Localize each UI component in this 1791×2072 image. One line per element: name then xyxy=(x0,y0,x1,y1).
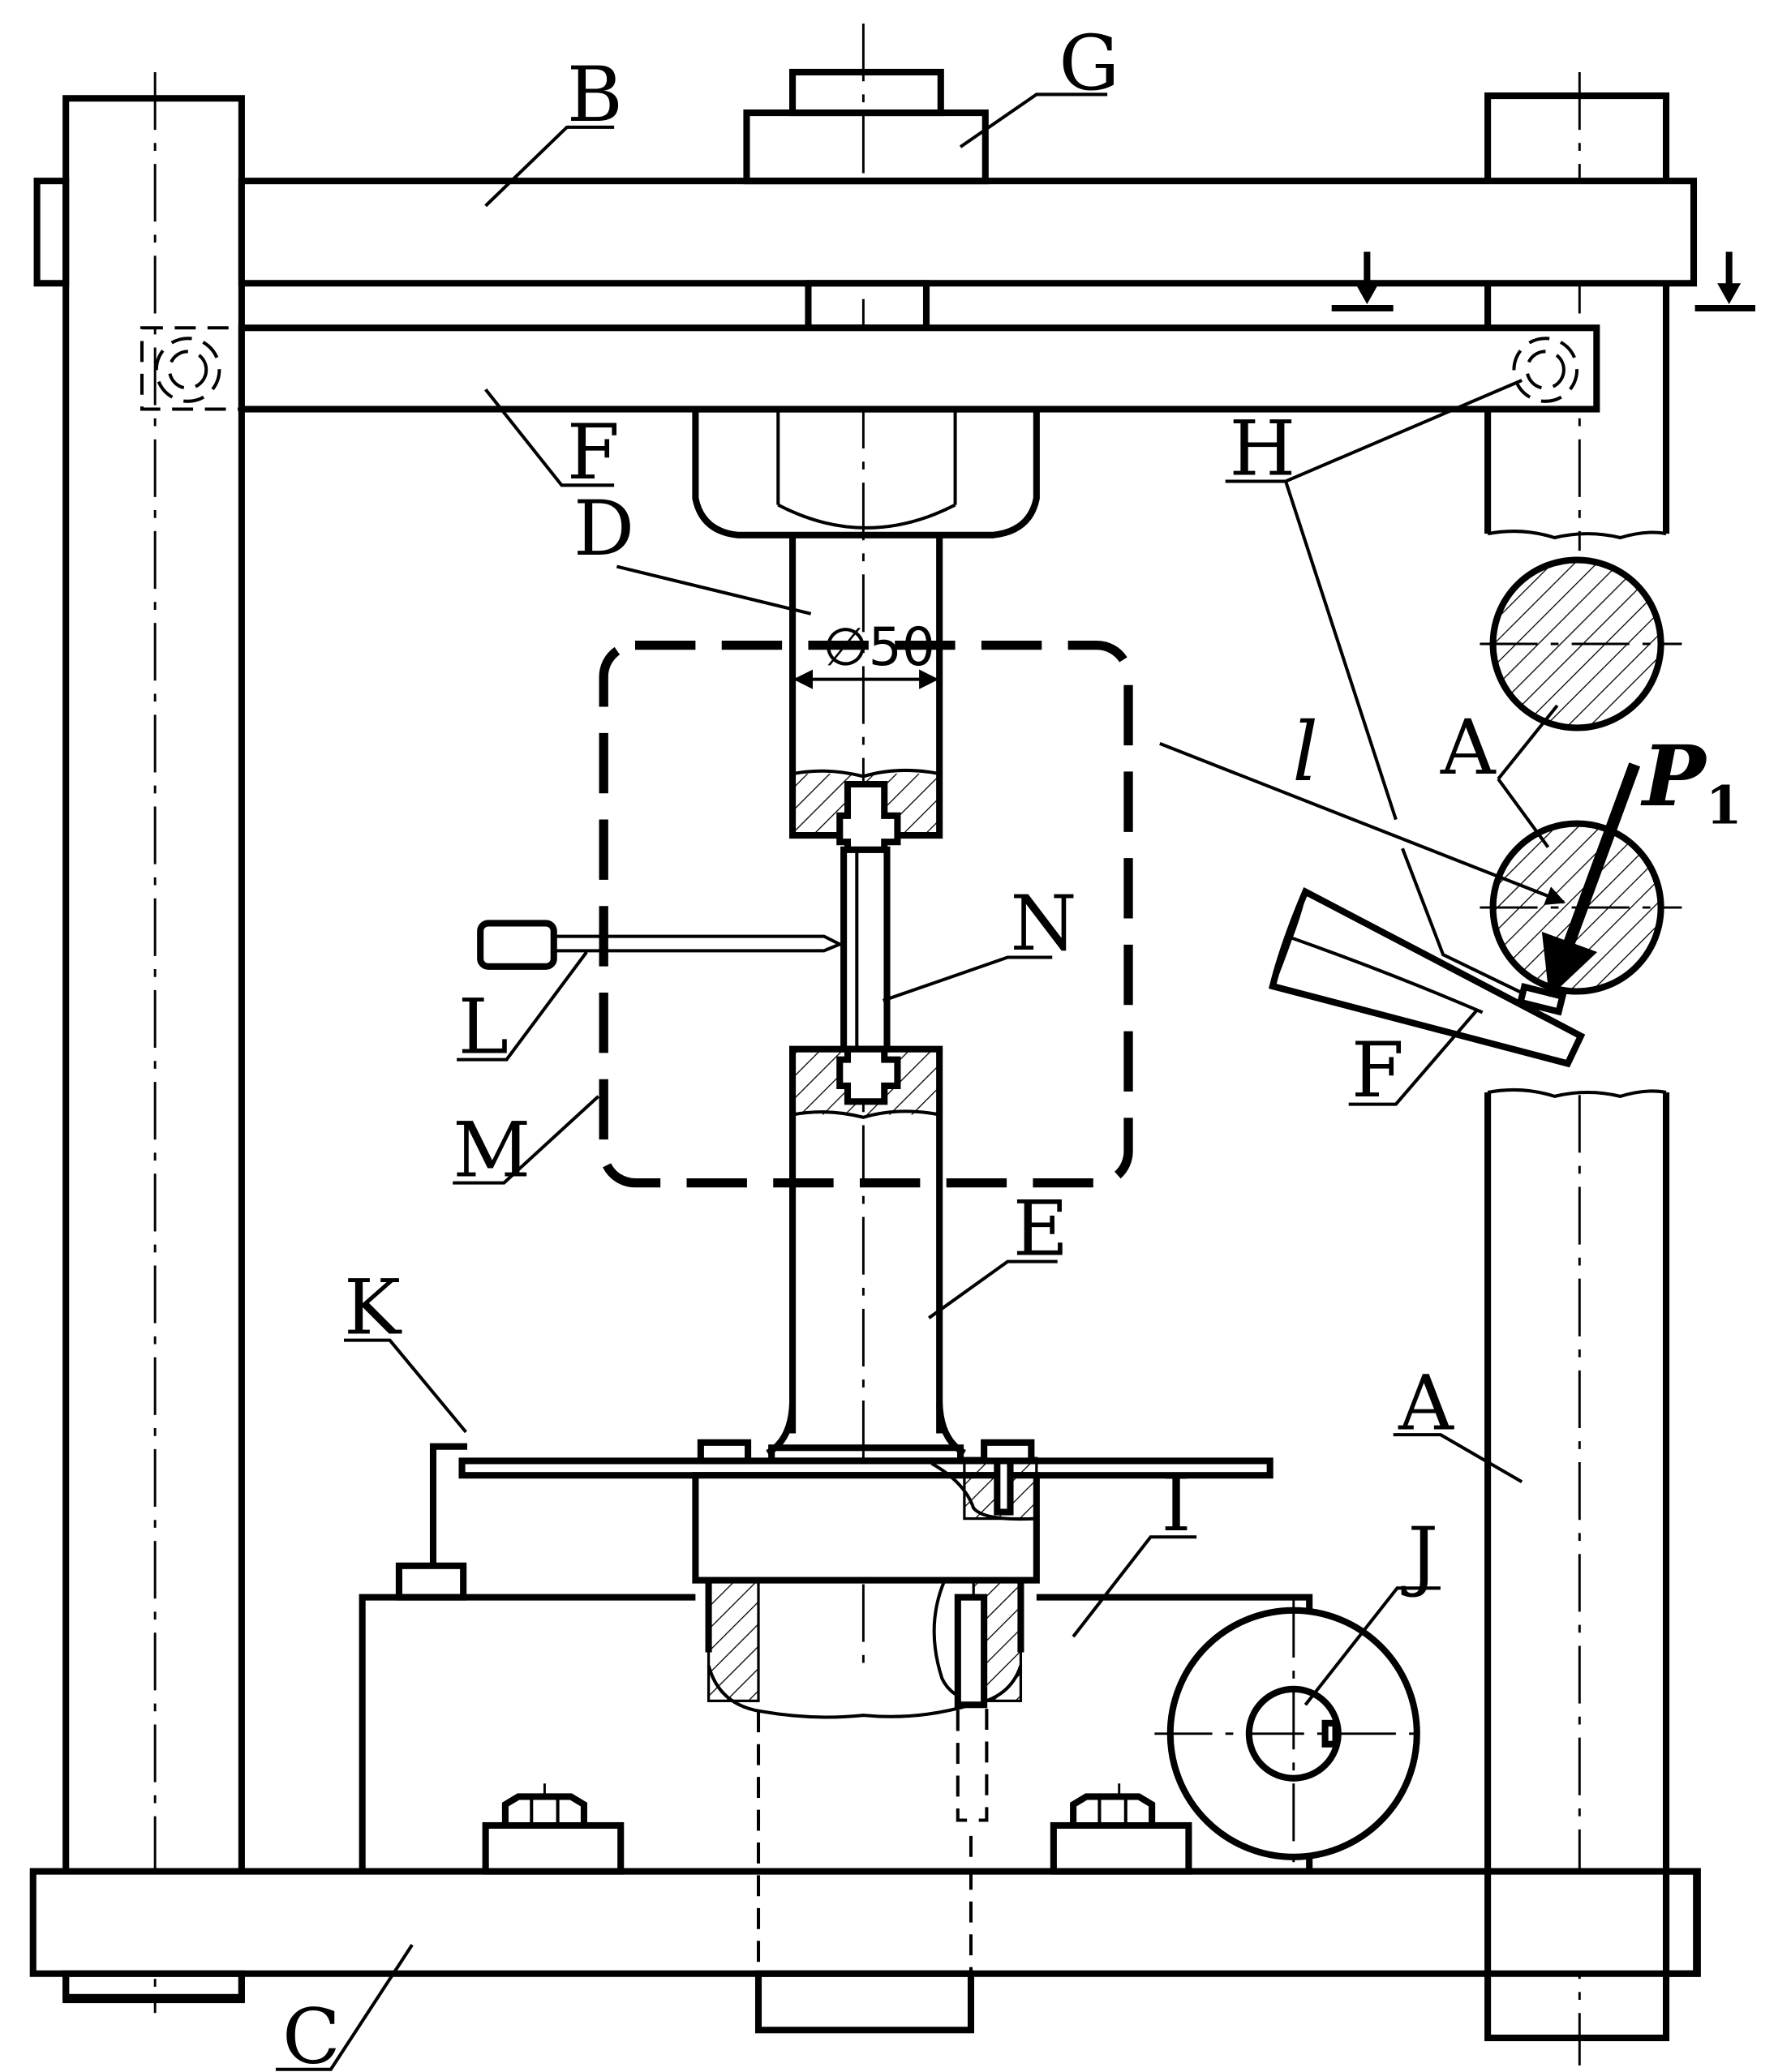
top-nut-G xyxy=(743,68,989,185)
section-arrows xyxy=(1331,251,1756,312)
label-F-crossbar: F xyxy=(567,409,620,497)
lower-grip-E xyxy=(766,1045,967,1465)
section-A-upper xyxy=(1480,556,1682,731)
label-D: D xyxy=(573,485,634,573)
label-G: G xyxy=(1059,19,1119,108)
label-E: E xyxy=(1013,1186,1068,1274)
label-I: I xyxy=(1161,1461,1191,1549)
lever-section-F xyxy=(1269,887,1586,1068)
length-l-leader xyxy=(1159,742,1566,905)
flange xyxy=(692,1456,1040,1584)
length-symbol: l xyxy=(1292,705,1318,800)
bearing-sleeve xyxy=(705,1578,1024,1974)
hex-nut xyxy=(692,405,1040,538)
crossbar-F xyxy=(238,324,1600,413)
label-B: B xyxy=(567,51,623,139)
base-bolts xyxy=(482,1793,1192,1875)
force-P1 xyxy=(1541,762,1641,997)
label-C: C xyxy=(282,1993,341,2072)
specimen-N xyxy=(840,846,891,1053)
force-label: P1 xyxy=(1640,727,1742,837)
leader-lines xyxy=(275,92,1559,2071)
left-post xyxy=(33,95,245,2004)
label-H: H xyxy=(1230,405,1296,493)
probe-L xyxy=(477,920,844,970)
label-L: L xyxy=(458,984,509,1072)
label-N: N xyxy=(1010,880,1076,968)
spacer xyxy=(805,280,930,332)
label-A-post: A xyxy=(1398,1360,1454,1448)
part-labels: B G F H D A N L F M E K A I J C l P1 xyxy=(282,19,1742,2072)
wheel-J xyxy=(1154,1599,1430,1869)
upper-grip-D xyxy=(789,534,943,853)
label-K: K xyxy=(344,1264,402,1353)
flange-bolts xyxy=(697,1439,1035,1465)
chamber-M xyxy=(599,640,1133,1188)
top-beam-B xyxy=(238,178,1698,287)
label-A-section: A xyxy=(1440,704,1497,792)
label-J: J xyxy=(1401,1512,1438,1600)
label-M: M xyxy=(453,1107,530,1195)
right-post-A xyxy=(1484,92,1670,2041)
base-plate-C xyxy=(29,1868,1701,2034)
label-F-section: F xyxy=(1351,1027,1404,1115)
